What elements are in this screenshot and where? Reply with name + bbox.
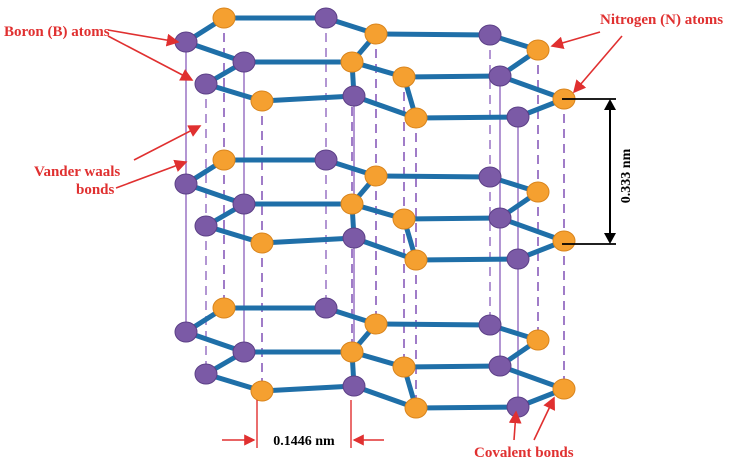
nitrogen-atom (364, 313, 388, 335)
boron-atom (342, 85, 366, 107)
covalent-bond-line (373, 321, 493, 328)
boron-atom (314, 297, 338, 319)
vander-waals-label-line1: Vander waals (34, 164, 120, 180)
boron-atom (232, 51, 256, 73)
nitrogen-atom (552, 378, 576, 400)
vdw-arrow-1 (133, 125, 202, 161)
boron-atom (488, 65, 512, 87)
covalent-bond-line (401, 73, 503, 80)
nitrogen-atom (250, 90, 274, 112)
covalent-bonds-label: Covalent bonds (474, 445, 574, 461)
boron-atom (174, 321, 198, 343)
boron-atom (488, 207, 512, 229)
boron-atom (194, 363, 218, 385)
nitrogen-atom (404, 107, 428, 129)
boron-atom (506, 396, 530, 418)
boron-atom (342, 227, 366, 249)
boron-atom (174, 31, 198, 53)
boron-atom (478, 166, 502, 188)
boron-atom (506, 106, 530, 128)
covalent-bond-line (401, 363, 503, 370)
covalent-bond-line (373, 31, 493, 38)
boron-atom (478, 314, 502, 336)
nitrogen-arrow-2 (572, 35, 623, 94)
bond-length-dimension: 0.1446 nm (222, 400, 384, 449)
bond-length-text: 0.1446 nm (273, 434, 335, 449)
interlayer-dimension: 0.333 nm (562, 98, 634, 245)
nitrogen-atom (404, 249, 428, 271)
covalent-arrow-2 (533, 396, 555, 441)
covalent-bond-line (259, 383, 357, 394)
covalent-bond-line (259, 93, 357, 104)
atoms (174, 7, 576, 419)
boron-atom (506, 248, 530, 270)
annotations: Boron (B) atoms Nitrogen (N) atoms Vande… (4, 12, 723, 461)
boron-arrow-1 (107, 29, 180, 47)
nitrogen-atom (526, 181, 550, 203)
boron-atom (194, 73, 218, 95)
boron-arrow-2 (107, 35, 194, 81)
vander-waals-label-line2: bonds (76, 182, 115, 198)
nitrogen-atom (404, 397, 428, 419)
nitrogen-atom (364, 23, 388, 45)
nitrogen-atom (212, 297, 236, 319)
boron-atom (342, 375, 366, 397)
nitrogen-atoms-label: Nitrogen (N) atoms (600, 12, 723, 28)
covalent-bond-line (373, 173, 493, 180)
boron-atom (488, 355, 512, 377)
boron-atom (194, 215, 218, 237)
nitrogen-atom (552, 230, 576, 252)
interlayer-distance-text: 0.333 nm (619, 148, 634, 203)
nitrogen-atom (340, 341, 364, 363)
vdw-arrow-2 (115, 159, 188, 189)
nitrogen-atom (250, 232, 274, 254)
boron-atom (232, 341, 256, 363)
nitrogen-atom (212, 7, 236, 29)
nitrogen-atom (340, 51, 364, 73)
nitrogen-atom (526, 39, 550, 61)
covalent-arrow-1 (508, 410, 522, 441)
covalent-bond-line (413, 114, 521, 121)
boron-atom (174, 173, 198, 195)
nitrogen-atom (392, 208, 416, 230)
boron-atom (314, 7, 338, 29)
covalent-bond-line (413, 256, 521, 263)
boron-atom (232, 193, 256, 215)
nitrogen-atom (392, 356, 416, 378)
vander-waals-bonds (185, 18, 565, 408)
nitrogen-atom (392, 66, 416, 88)
nitrogen-atom (250, 380, 274, 402)
nitrogen-atom (364, 165, 388, 187)
boron-atom (478, 24, 502, 46)
nitrogen-atom (526, 329, 550, 351)
nitrogen-atom (340, 193, 364, 215)
boron-atom (314, 149, 338, 171)
covalent-bond-line (259, 235, 357, 246)
covalent-bond-line (401, 215, 503, 222)
boron-atoms-label: Boron (B) atoms (4, 24, 110, 40)
covalent-bond-line (413, 404, 521, 411)
nitrogen-atom (212, 149, 236, 171)
nitrogen-arrow-1 (550, 31, 601, 50)
